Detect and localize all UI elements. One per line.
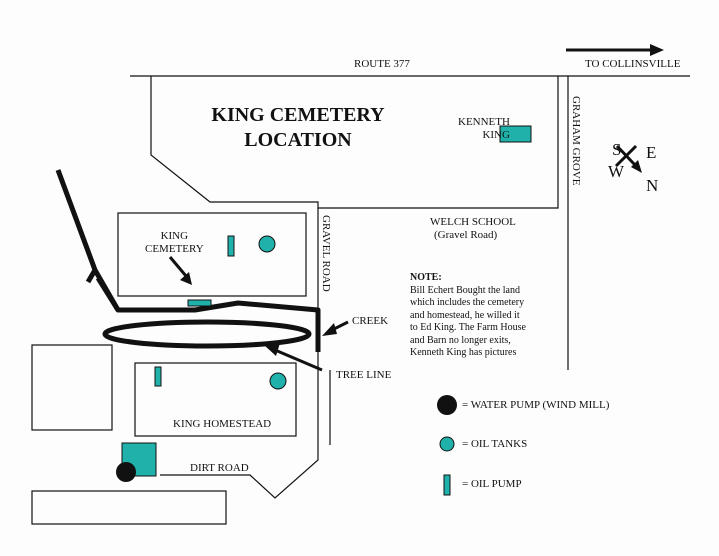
cemetery-label-line1: KING: [160, 230, 189, 242]
gravel-road-line: [200, 208, 319, 499]
compass-arrow-head: [631, 160, 642, 173]
cemetery-arrow-shaft: [168, 256, 188, 277]
gravel-road-label: GRAVEL ROAD: [320, 215, 332, 292]
kenneth-label-line2: KING: [482, 129, 510, 141]
note-line4: to Ed King. The Farm House: [410, 322, 526, 333]
note-line2: which includes the cemetery: [410, 297, 525, 308]
note-heading: NOTE:: [410, 272, 442, 283]
homestead-oil-pump-icon: [154, 366, 162, 387]
cemetery-field: [117, 212, 307, 297]
note-line5: and Barn no longer exits,: [410, 334, 511, 346]
creek-branch: [85, 268, 98, 284]
route-377-label: ROUTE 377: [354, 58, 410, 70]
welch-school-label: WELCH SCHOOL (Gravel Road): [430, 216, 516, 242]
note-line1: Bill Echert Bought the land: [410, 284, 520, 296]
compass-n: N: [646, 176, 659, 195]
note-block: NOTE: Bill Echert Bought the land which …: [410, 272, 526, 360]
king-cemetery-label: KING CEMETERY: [145, 230, 204, 256]
tree-line-label: TREE LINE: [336, 369, 392, 381]
king-homestead-label: KING HOMESTEAD: [173, 418, 272, 430]
cemetery-oil-pump-icon: [227, 235, 235, 257]
compass-e: E: [646, 143, 657, 162]
tree-line-arrow-shaft: [274, 348, 323, 372]
cemetery-arrow-head: [180, 272, 192, 285]
west-field: [31, 344, 113, 431]
kenneth-king-oil-tank-icon: [499, 125, 532, 143]
homestead-water-pump-icon: [116, 462, 136, 482]
south-field: [31, 490, 227, 525]
dirt-road-label: DIRT ROAD: [190, 462, 249, 474]
creek-spur: [95, 276, 121, 312]
kenneth-king-label: KENNETH KING: [458, 116, 510, 142]
cemetery-marker-icon: [187, 299, 212, 307]
graham-grove-label: GRAHAM GROVE: [570, 96, 582, 186]
to-collinsville-label: TO COLLINSVILLE: [585, 58, 681, 70]
collinsville-arrow-head: [650, 44, 664, 56]
tree-line-arrow-head: [264, 343, 280, 356]
creek-label: CREEK: [352, 315, 389, 327]
map-title-line2: LOCATION: [244, 129, 352, 151]
compass-w: W: [608, 162, 625, 181]
compass-cross: [614, 144, 638, 168]
homestead-field: [134, 362, 297, 437]
north-block-outline: [150, 76, 559, 209]
cemetery-label-line2: CEMETERY: [145, 243, 204, 255]
kenneth-label-line1: KENNETH: [458, 116, 510, 128]
map-title: KING CEMETERY LOCATION: [188, 103, 408, 153]
welch-label-line1: WELCH SCHOOL: [430, 216, 516, 228]
creek-arrow-head: [322, 323, 337, 336]
map-title-line1: KING CEMETERY: [211, 104, 385, 126]
legend-oil-tank-icon: [439, 436, 455, 452]
cemetery-oil-tank-icon: [258, 235, 276, 253]
homestead-oil-tank-icon: [269, 372, 287, 390]
tree-line-ellipse: [102, 319, 312, 349]
legend-water-pump-label: = WATER PUMP (WIND MILL): [462, 399, 610, 411]
legend-water-pump-icon: [437, 395, 457, 415]
legend-oil-pump-icon: [443, 474, 451, 496]
note-line6: Kenneth King has pictures: [410, 347, 517, 358]
welch-label-line2: (Gravel Road): [434, 229, 498, 241]
legend-oil-tanks-label: = OIL TANKS: [462, 438, 528, 450]
compass-s: S: [612, 140, 622, 159]
note-line3: and homestead, he willed it: [410, 309, 520, 321]
legend-oil-pump-label: = OIL PUMP: [462, 478, 522, 490]
